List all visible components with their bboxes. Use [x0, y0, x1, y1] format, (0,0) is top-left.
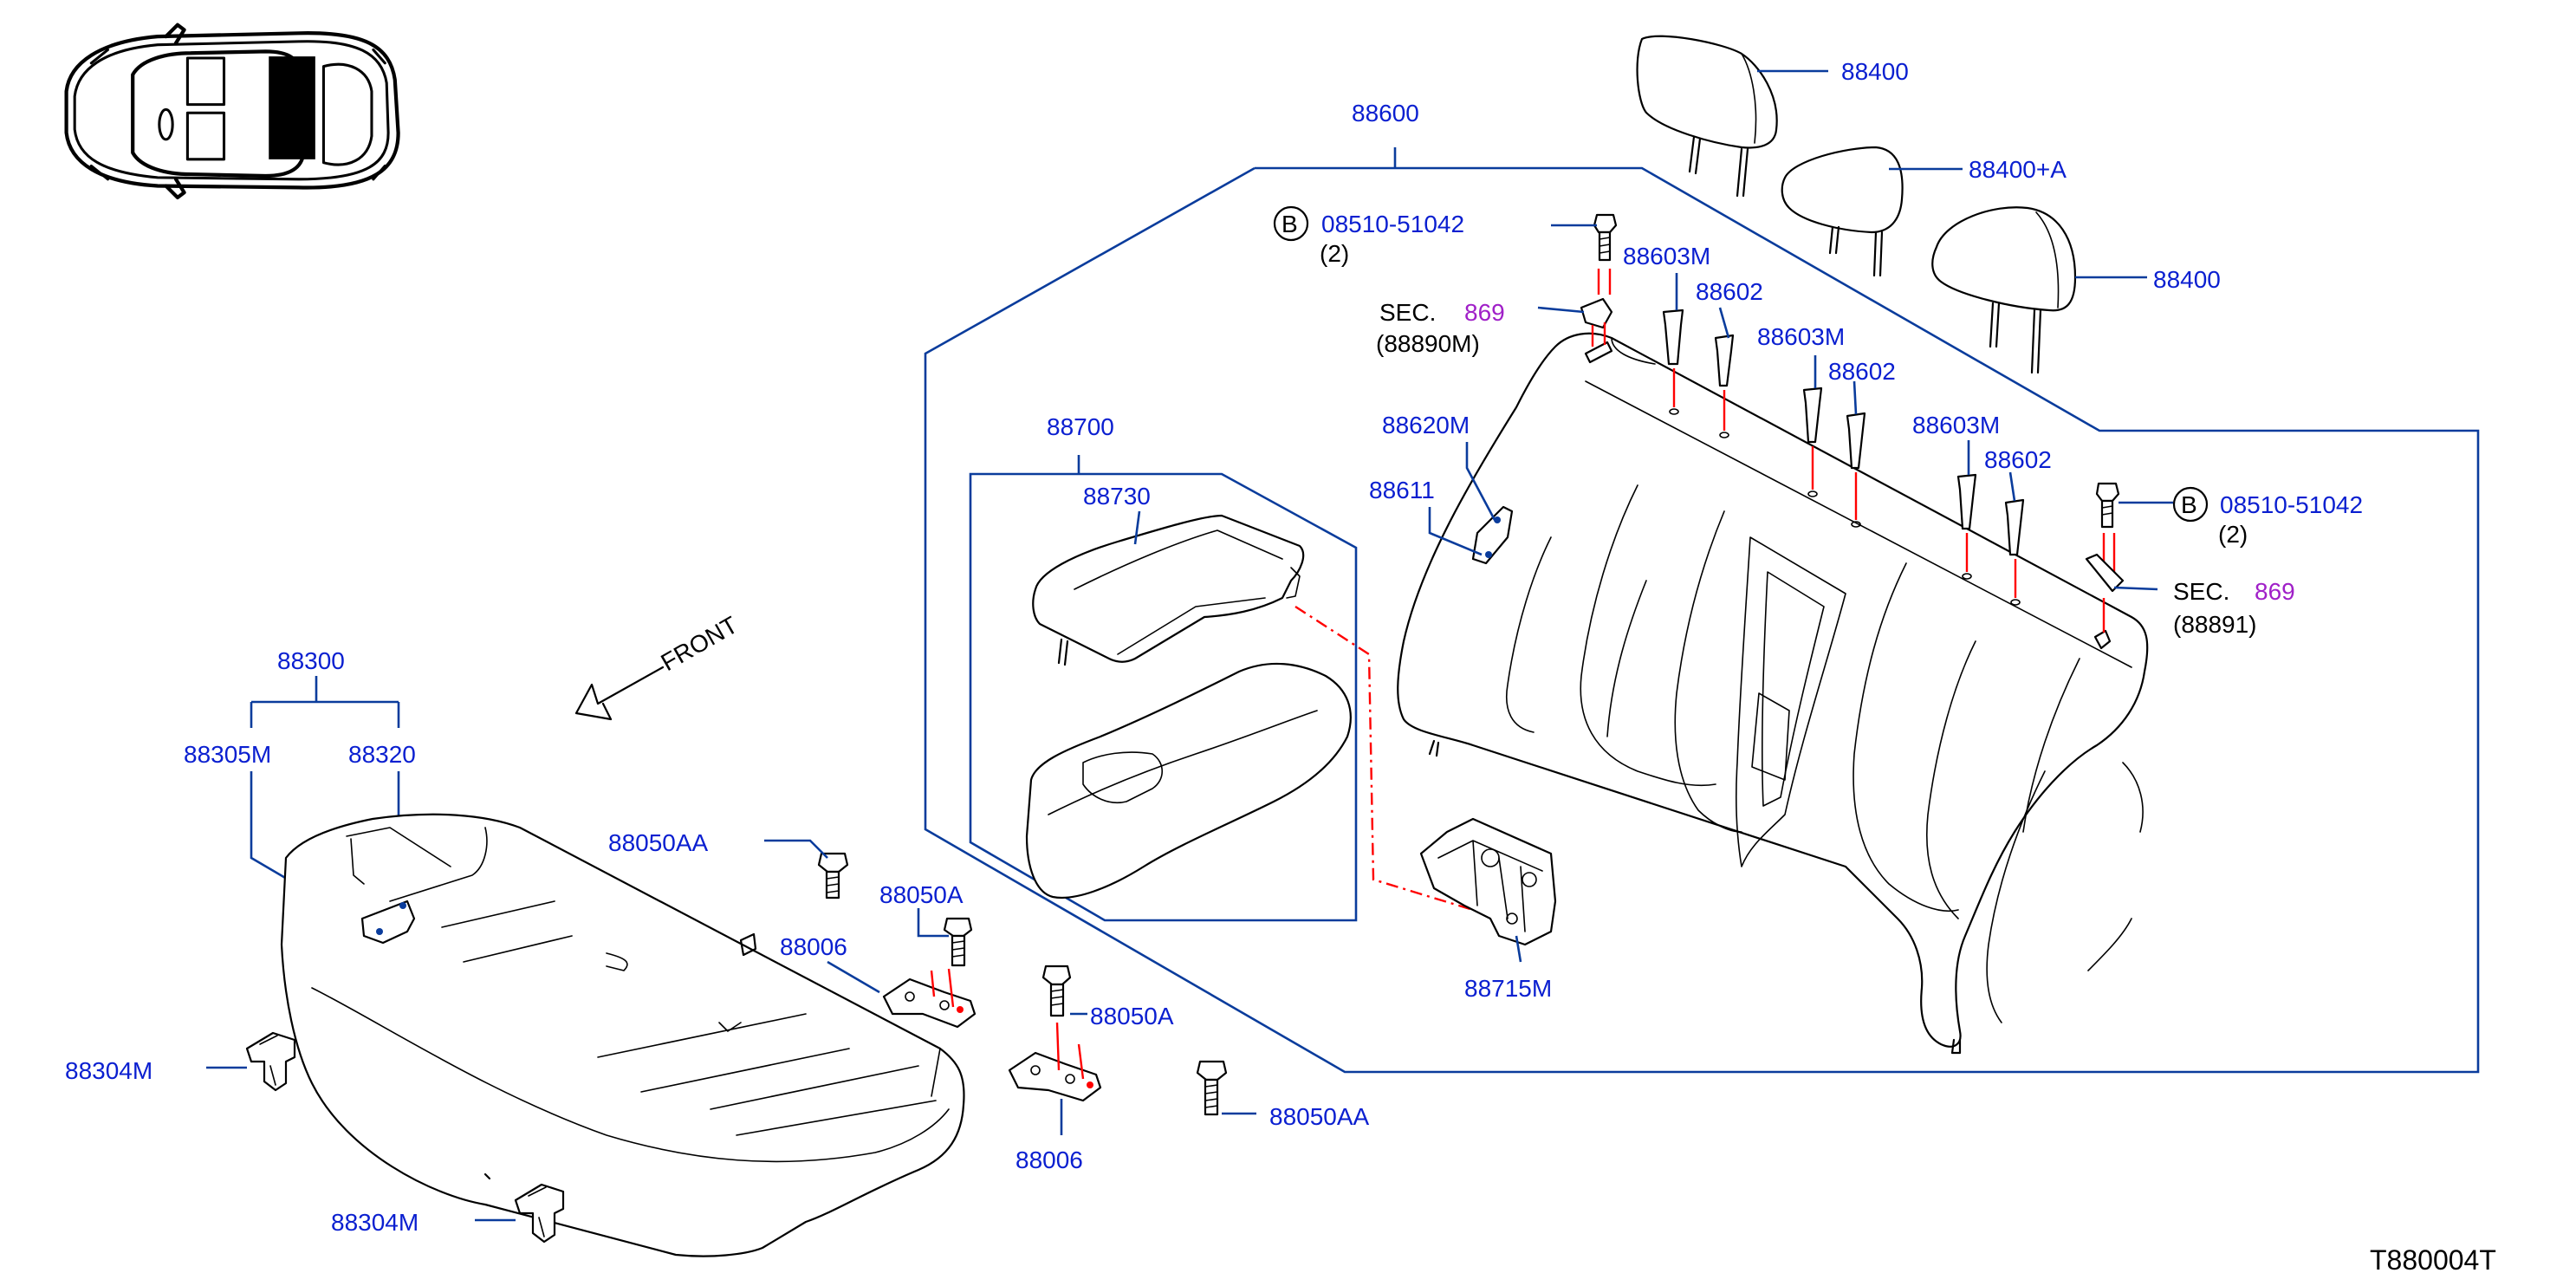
label-88602-3: 88602	[1984, 446, 2052, 473]
label-88700: 88700	[1047, 413, 1114, 440]
label-88050aa-1: 88050AA	[608, 829, 709, 856]
headrest-center-88400a	[1781, 146, 1904, 277]
armrest-assembly-outline	[969, 455, 1358, 922]
clips-88603m-88602	[1662, 273, 2025, 606]
label-bolt-left-code: 08510-51042	[1321, 211, 1464, 237]
label-88603m-2: 88603M	[1757, 323, 1845, 350]
sec-869-right-bracket	[2085, 553, 2158, 650]
clip-88304m-lower	[475, 1172, 565, 1244]
armrest-lid-88730	[1032, 514, 1305, 666]
diagram-code: T880004T	[2370, 1244, 2496, 1276]
label-88050aa-2: 88050AA	[1269, 1103, 1370, 1130]
label-88620m: 88620M	[1382, 412, 1470, 438]
label-88400a: 88400+A	[1969, 156, 2067, 183]
sec-869-left-bracket	[1537, 297, 1613, 364]
label-88600: 88600	[1352, 100, 1419, 127]
label-88305m: 88305M	[184, 741, 271, 768]
label-88050a-2: 88050A	[1090, 1003, 1174, 1029]
label-sec-left-ref: 869	[1464, 299, 1505, 326]
seat-cushion-88300	[280, 813, 965, 1257]
label-88050a-1: 88050A	[879, 881, 964, 908]
label-88603m-1: 88603M	[1623, 243, 1710, 270]
label-sec-left: SEC.	[1379, 299, 1436, 326]
bolt-88050a-lower	[1041, 964, 1087, 1017]
label-88611: 88611	[1369, 477, 1435, 503]
label-sec-right-part: (88891)	[2173, 611, 2257, 638]
b-marker-right: B	[2172, 486, 2209, 523]
label-88006-1: 88006	[780, 933, 847, 960]
armrest-body	[1025, 662, 1352, 899]
label-88715m: 88715M	[1464, 975, 1552, 1002]
bolt-88050aa-lower	[1196, 1060, 1256, 1116]
bolt-88050aa-upper	[764, 839, 849, 900]
label-88400-right: 88400	[2153, 266, 2221, 293]
label-88400-top: 88400	[1841, 58, 1909, 85]
label-sec-right-ref: 869	[2255, 578, 2295, 605]
bolt-08510-left	[1551, 213, 1618, 295]
seatback-88600	[1397, 332, 2149, 1055]
bracket-88006-lower	[1008, 1022, 1102, 1135]
label-bolt-right-qty: (2)	[2218, 521, 2248, 548]
label-88730: 88730	[1083, 483, 1151, 510]
label-88006-2: 88006	[1015, 1146, 1083, 1173]
label-88304m-2: 88304M	[331, 1209, 419, 1236]
front-direction-arrow	[574, 666, 665, 721]
bracket-88006-upper	[827, 960, 977, 1029]
bolt-08510-right	[2095, 482, 2173, 576]
label-front: FRONT	[657, 611, 743, 676]
b-marker-right-letter: B	[2181, 491, 2197, 518]
seatback-assembly-outline	[924, 147, 2480, 1074]
label-sec-right: SEC.	[2173, 578, 2229, 605]
hinge-88715m	[1419, 817, 1557, 963]
label-88602-2: 88602	[1828, 358, 1896, 385]
headrest-right-88400	[1931, 206, 2077, 374]
label-88300: 88300	[277, 647, 345, 674]
b-marker-left: B	[1273, 205, 1309, 242]
b-marker-left-letter: B	[1282, 211, 1298, 237]
bracket-88611	[1428, 442, 1514, 565]
seat-hook-88305m	[360, 900, 416, 945]
clip-88304m-upper	[206, 1031, 296, 1092]
label-88603m-3: 88603M	[1912, 412, 2000, 438]
label-bolt-left-qty: (2)	[1320, 240, 1349, 267]
headrest-left-88400	[1636, 35, 1778, 198]
label-sec-left-part: (88890M)	[1376, 330, 1480, 357]
label-bolt-right-code: 08510-51042	[2220, 491, 2363, 518]
car-top-view	[64, 23, 400, 199]
bolt-88050a-upper	[917, 908, 973, 967]
headrest-leaders	[1757, 69, 2147, 279]
label-88602-1: 88602	[1696, 278, 1763, 305]
label-88304m-1: 88304M	[65, 1057, 152, 1084]
label-88320: 88320	[348, 741, 416, 768]
